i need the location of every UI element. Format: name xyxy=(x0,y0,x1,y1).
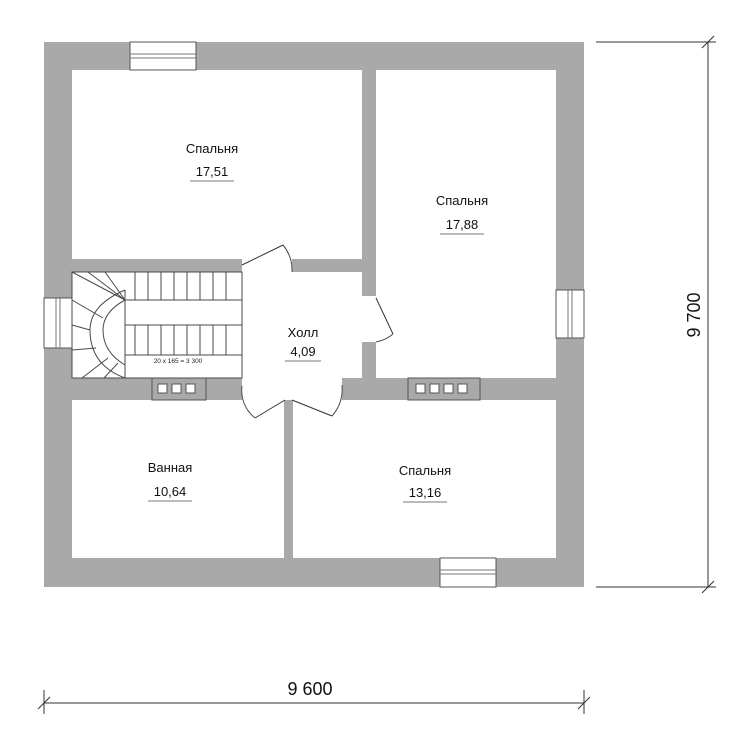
wall-segment xyxy=(72,259,242,272)
hall-top-opening xyxy=(242,259,292,273)
dimension-height-label: 9 700 xyxy=(684,292,704,337)
window-right xyxy=(555,289,585,339)
wall-segment xyxy=(362,342,376,378)
dimension-width-label: 9 600 xyxy=(287,679,332,699)
room-bedroom-top-left xyxy=(72,70,362,259)
room-area-hall: 4,09 xyxy=(290,344,315,359)
room-area-bedroom-top-left: 17,51 xyxy=(196,164,229,179)
room-area-bedroom-bottom-right: 13,16 xyxy=(409,485,442,500)
window-top xyxy=(129,41,197,71)
vent-block-right xyxy=(407,377,481,401)
hall-right-opening xyxy=(362,296,376,342)
dimension-height: 9 700 xyxy=(596,35,716,594)
door-hall-bottom-right xyxy=(291,384,343,417)
window-bottom xyxy=(439,557,497,588)
room-area-bedroom-right: 17,88 xyxy=(446,217,479,232)
staircase xyxy=(71,271,243,379)
door-hall-bottom-left xyxy=(241,385,286,419)
room-name-bedroom-top-left: Спальня xyxy=(186,141,238,156)
room-bedroom-bottom-right xyxy=(293,400,556,558)
room-name-bedroom-bottom-right: Спальня xyxy=(399,463,451,478)
room-area-bathroom: 10,64 xyxy=(154,484,187,499)
door-hall-right xyxy=(375,297,394,343)
window-left xyxy=(43,297,73,349)
wall-segment xyxy=(284,400,293,558)
dimension-width: 9 600 xyxy=(37,679,591,714)
hall-bottom-opening xyxy=(242,378,342,400)
room-bedroom-right xyxy=(376,70,556,378)
room-name-bedroom-right: Спальня xyxy=(436,193,488,208)
room-name-bathroom: Ванная xyxy=(148,460,193,475)
room-name-hall: Холл xyxy=(288,325,319,340)
wall-segment xyxy=(362,259,376,296)
vent-block-left xyxy=(151,377,207,401)
stair-note: 20 x 165 = 3 300 xyxy=(154,358,203,365)
room-hall xyxy=(242,259,362,378)
door-hall-top xyxy=(241,244,293,273)
room-bathroom xyxy=(72,400,284,558)
wall-segment xyxy=(292,259,362,272)
